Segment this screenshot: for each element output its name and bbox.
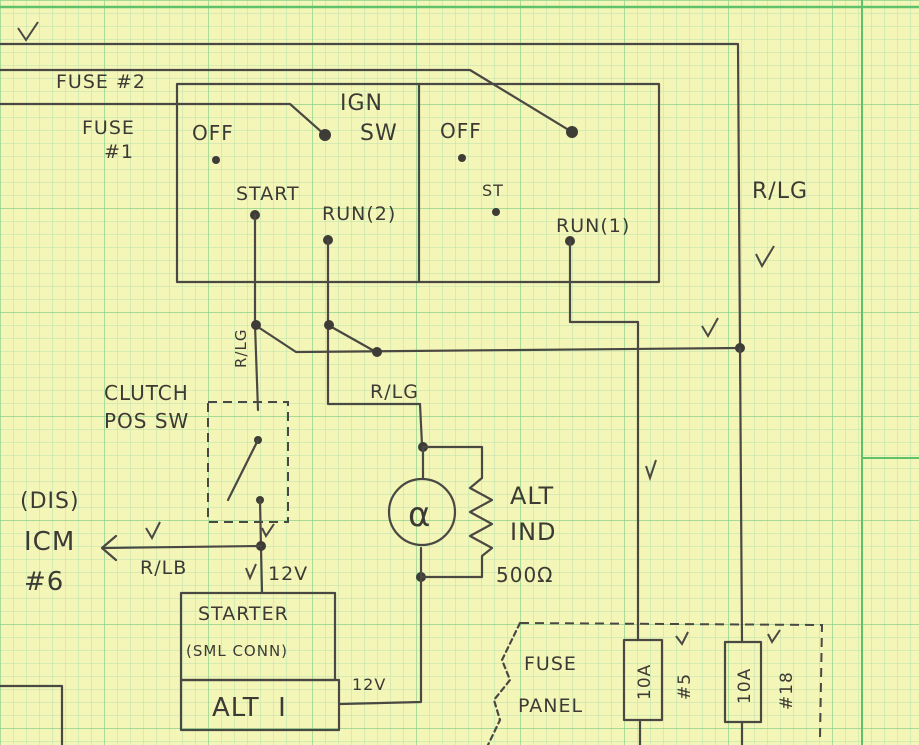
check-mark	[261, 523, 275, 538]
label-st: ST	[482, 181, 504, 200]
contact-off-left	[212, 156, 220, 164]
clutch-blade	[226, 438, 260, 502]
check-mark	[755, 245, 775, 269]
wire-top-bus	[0, 42, 742, 350]
label-ign: IGN	[340, 91, 383, 116]
label-start: START	[236, 183, 300, 205]
ammeter-symbol	[387, 477, 457, 547]
label-alt-ind-a: ALT	[510, 482, 554, 510]
label-fuse18-rating: 10A	[735, 668, 755, 704]
label-dis: (DIS)	[20, 489, 80, 514]
wire-junction-bus	[253, 323, 742, 354]
wire-to-icm	[102, 544, 263, 550]
label-rlb: R/LB	[140, 557, 187, 579]
label-rlg-right: R/LG	[752, 179, 808, 204]
label-sml-conn: (SML CONN)	[186, 642, 288, 660]
left-partial-box	[0, 684, 64, 745]
label-fuse1-b: #1	[104, 141, 134, 163]
wire-run1	[568, 239, 640, 642]
label-fuse-panel-a: FUSE	[524, 653, 577, 675]
label-off-left: OFF	[192, 121, 234, 145]
label-fuse-panel-b: PANEL	[518, 695, 583, 717]
label-alt-ind-b: IND	[510, 518, 557, 546]
check-mark	[675, 631, 689, 646]
junction-mid	[372, 347, 382, 357]
label-pos-sw: POS SW	[104, 409, 189, 433]
contact-ign-right	[566, 126, 578, 138]
label-sw: SW	[360, 121, 398, 146]
icm-arrow	[100, 534, 118, 562]
ammeter-glyph: α	[408, 495, 431, 535]
label-fuse5-num: #5	[675, 673, 695, 700]
fuse-panel-box	[519, 622, 824, 739]
label-clutch: CLUTCH	[104, 381, 189, 405]
label-run1: RUN(1)	[556, 215, 630, 237]
wire-fuse1	[0, 102, 327, 137]
wire-fuse2	[0, 68, 574, 134]
label-fuse5-rating: 10A	[635, 664, 655, 700]
check-mark	[767, 629, 781, 644]
label-off-right: OFF	[440, 119, 482, 143]
wire-alt-ind-left	[419, 445, 425, 579]
check-mark	[701, 317, 719, 338]
fuse-5	[622, 638, 664, 722]
label-starter: STARTER	[198, 603, 289, 625]
label-resistance: 500Ω	[496, 563, 553, 587]
label-rlg-mid: R/LG	[370, 381, 419, 403]
wire-right-down	[738, 346, 744, 644]
check-mark	[245, 563, 257, 581]
check-mark	[645, 459, 657, 482]
label-icm-num: #6	[24, 567, 64, 597]
contact-off-right	[458, 154, 466, 162]
contact-ign-left	[319, 129, 331, 141]
label-alt-i: ALT I	[212, 693, 287, 723]
wire-junction-link	[326, 323, 378, 354]
clutch-switch-box	[207, 401, 289, 523]
label-12v-alt: 12V	[352, 675, 386, 694]
alt-i-box	[179, 678, 341, 732]
wire-alt-down	[338, 575, 423, 706]
resistor-500-ohm	[419, 445, 494, 579]
fuse-panel-edge	[486, 621, 522, 745]
label-rlg-vertical: R/LG	[232, 329, 250, 368]
label-12v-starter: 12V	[268, 563, 308, 585]
label-fuse2: FUSE #2	[56, 71, 146, 93]
label-icm: ICM	[24, 527, 75, 557]
check-mark	[145, 521, 161, 541]
label-fuse18-num: #18	[777, 671, 797, 710]
contact-st	[492, 208, 500, 216]
check-mark	[17, 21, 39, 42]
junction-start	[251, 320, 261, 330]
label-fuse1-a: FUSE	[82, 117, 135, 139]
junction-run2	[324, 320, 334, 330]
label-run2: RUN(2)	[322, 203, 396, 225]
